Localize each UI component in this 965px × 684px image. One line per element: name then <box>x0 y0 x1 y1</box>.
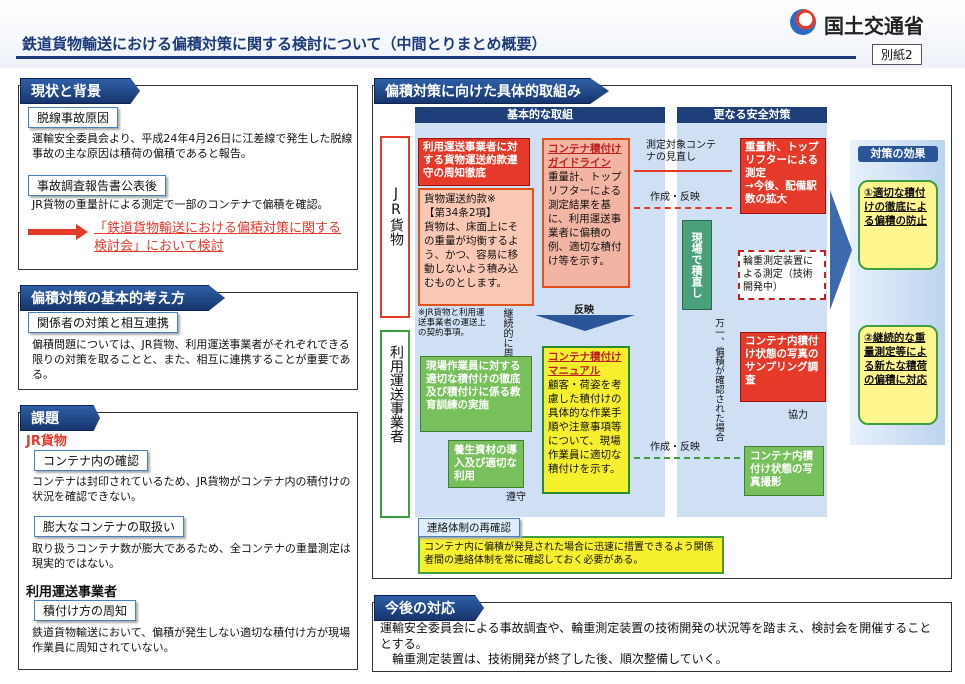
basic-column-head: 基本的な取組 <box>415 107 665 123</box>
container-check-label: コンテナ内の確認 <box>34 450 149 471</box>
manual-title: コンテナ積付けマニュアル <box>548 351 622 377</box>
report-label: 事故調査報告書公表後 <box>28 175 167 196</box>
operator-heading: 利用運送事業者 <box>26 585 118 600</box>
future-line-1: 運輸安全委員会による事故調査や、輪重測定装置の技術開発の状況等を踏まえ、検討会を… <box>380 621 932 651</box>
guideline-box: コンテナ積付けガイドライン 重量計、トップリフターによる測定結果を基に、利用運送… <box>542 138 630 288</box>
rare-case-label: 万一、偏積が確認された場合 <box>713 318 724 442</box>
guideline-title: コンテナ積付けガイドライン <box>548 143 622 169</box>
loading-method-label: 積付け方の周知 <box>34 600 137 621</box>
reflect-label: 反映 <box>574 305 594 316</box>
arrow-head-icon <box>76 224 88 240</box>
study-committee-text: 「鉄道貨物輸送における偏積対策に関する検討会」において検討 <box>94 221 342 254</box>
container-volume-text: 取り扱うコンテナ数が膨大であるため、全コンテナの重量測定は現実的ではない。 <box>32 542 351 570</box>
training-box: 現場作業員に対する適切な積付けの徹底及び積付けに係る教育訓練の実施 <box>420 356 532 432</box>
contact-label: 連絡体制の再確認 <box>418 518 520 537</box>
sampling-box: コンテナ内積付け状態の写真のサンプリング調査 <box>740 332 826 402</box>
container-volume-label: 膨大なコンテナの取扱い <box>34 516 185 537</box>
make-label-2: 作成・反映 <box>650 442 700 453</box>
reflect-arrow-icon <box>535 315 635 331</box>
report-text: JR貨物の重量計による測定で一部のコンテナで偏積を確認。 <box>32 198 329 211</box>
actor-operator-label: 利用運送事業者 <box>388 345 404 443</box>
actor-jr-label: JR貨物 <box>388 186 404 246</box>
section-issues-title: 課題 <box>20 405 100 431</box>
page-title: 鉄道貨物輸送における偏積対策に関する検討について（中間とりまとめ概要） <box>22 35 547 53</box>
red-notice-box: 利用運送事業者に対する貨物運送約款遵守の周知徹底 <box>418 138 530 186</box>
reload-label: 現場で積直し <box>690 232 703 298</box>
reload-box <box>682 220 712 310</box>
extra-column-head: 更なる安全対策 <box>677 107 827 123</box>
title-underline <box>16 56 856 59</box>
jr-freight-heading: JR貨物 <box>26 434 67 449</box>
photo-box: コンテナ内積付け状態の写真撮影 <box>744 446 824 496</box>
ministry-name: 国土交通省 <box>824 14 924 38</box>
yakkan-note: ※JR貨物と利用運送事業者の運送上の契約事項。 <box>418 308 487 338</box>
future-line-2: 輪重測定装置は、技術開発が終了した後、順次整備していく。 <box>392 652 728 666</box>
cause-text: 運輸安全委員会より、平成24年4月26日に江差線で発生した脱線事故の主な原因は積… <box>32 132 353 160</box>
effect-column-head: 対策の効果 <box>858 146 938 162</box>
appendix-badge: 別紙2 <box>872 44 922 65</box>
cooperation-label: 関係者の対策と相互連携 <box>28 312 179 333</box>
effect-1: ①適切な積付けの徹底による偏積の防止 <box>858 180 938 270</box>
materials-box: 養生資材の導入及び適切な利用 <box>448 440 524 488</box>
section-background-title: 現状と背景 <box>20 78 140 104</box>
target-label: 測定対象コンテナの見直し <box>646 140 716 163</box>
arrow-right-icon <box>28 229 78 235</box>
arrow-to-manual-icon <box>634 457 740 459</box>
effect-2: ②継続的な重量測定等による新たな積荷の偏積に対応 <box>858 325 938 425</box>
cause-label: 脱線事故原因 <box>28 107 119 128</box>
container-check-text: コンテナは封印されているため、JR貨物がコンテナ内の積付けの状況を確認できない。 <box>32 475 351 503</box>
manual-text: 顧客・荷姿を考慮した積付けの具体的な作業手順や注意事項等について、現場作業員に適… <box>548 379 622 475</box>
loading-method-text: 鉄道貨物輸送において、偏積が発生しない適切な積付け方が現場作業員に周知されていな… <box>32 626 351 654</box>
section-principle-title: 偏積対策の基本的考え方 <box>20 285 225 311</box>
actor-jr <box>380 136 410 318</box>
contact-box <box>418 536 724 574</box>
comply-label: 遵守 <box>506 492 526 503</box>
contact-text: コンテナ内に偏積が発見された場合に迅速に措置できるよう関係者間の連絡体制を常に確… <box>424 542 714 566</box>
actor-operator <box>380 330 410 518</box>
measure-box: 重量計、トップリフターによる測定 →今後、配備駅数の拡大 <box>740 138 826 214</box>
make-label-1: 作成・反映 <box>650 192 700 203</box>
coop-label: 協力 <box>788 410 808 421</box>
yakkan-box: 貨物運送約款※ 【第34条2項】 貨物は、床面上にその重量が均衡するよう、かつ、… <box>418 188 534 306</box>
continue-label: 継続的に周知 <box>501 308 512 368</box>
section-measures-title: 偏積対策に向けた具体的取組み <box>374 78 609 104</box>
arrow-to-measure-icon <box>634 170 732 172</box>
section-future-title: 今後の対応 <box>374 595 484 621</box>
arrow-feedback-icon <box>634 207 732 209</box>
effect-arrow-icon <box>830 190 852 310</box>
guideline-text: 重量計、トップリフターによる測定結果を基に、利用運送事業者に偏積の例、適切な積付… <box>548 171 622 267</box>
principle-text: 偏積問題については、JR貨物、利用運送事業者がそれぞれできる限りの対策を取ること… <box>32 338 351 381</box>
ministry-logo-icon <box>790 9 816 35</box>
manual-box: コンテナ積付けマニュアル 顧客・荷姿を考慮した積付けの具体的な作業手順や注意事項… <box>542 346 630 494</box>
wheel-load-box: 輪重測定装置による測定（技術開発中） <box>738 250 826 300</box>
